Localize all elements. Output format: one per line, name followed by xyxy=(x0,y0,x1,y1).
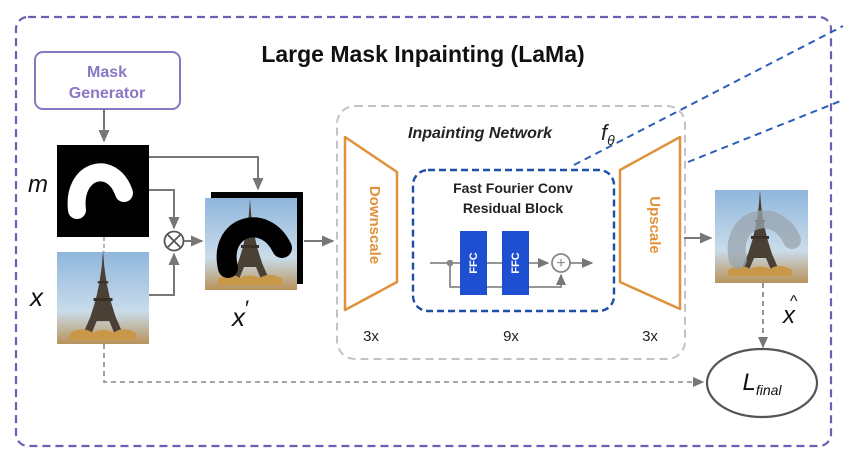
upscale-label: Upscale xyxy=(646,196,663,254)
diagram-title: Large Mask Inpainting (LaMa) xyxy=(261,41,584,67)
arrow-mask-to-multiply xyxy=(149,189,180,230)
zoom-line-bottom xyxy=(687,99,844,163)
mask-generator-label-line2: Generator xyxy=(69,85,145,102)
outer-frame xyxy=(14,15,833,448)
loss-final-label: Lfinal xyxy=(742,369,782,398)
dashed-arrow-photo-to-loss xyxy=(103,344,705,388)
masked-image-xprime xyxy=(205,192,303,290)
ffc-unit-1-label: FFC xyxy=(468,252,480,273)
mask-generator-box xyxy=(34,51,181,110)
downscale-label: Downscale xyxy=(366,186,383,264)
loss-final-node xyxy=(705,347,819,419)
add-operator xyxy=(551,253,571,273)
ffc-unit-1: FFC xyxy=(460,231,487,295)
upscale-block xyxy=(618,135,682,311)
photo-image-x xyxy=(57,249,149,344)
downscale-block xyxy=(343,135,399,312)
symbol-xhat-mark: ^ xyxy=(790,293,798,310)
arrow-mask-to-xprime xyxy=(149,156,264,191)
mask-generator-label-line1: Mask xyxy=(87,64,127,81)
mask-image-m xyxy=(57,145,149,237)
symbol-x: x xyxy=(28,282,44,312)
ffc-repeat: 9x xyxy=(503,328,519,345)
inpainting-network-box xyxy=(336,105,686,360)
zoom-line-top xyxy=(573,25,844,166)
symbol-m: m xyxy=(28,171,48,198)
symbol-xhat: x xyxy=(782,302,796,329)
symbol-xprime: x′ xyxy=(230,296,249,332)
output-image-xhat xyxy=(715,190,808,283)
ffc-unit-2-label: FFC xyxy=(510,252,522,273)
symbol-f-theta: fθ xyxy=(601,120,615,148)
ffc-block-title-line2: Residual Block xyxy=(463,200,564,216)
ffc-unit-2: FFC xyxy=(502,231,529,295)
add-operator-symbol: + xyxy=(556,255,565,272)
downscale-repeat: 3x xyxy=(363,328,379,345)
upscale-repeat: 3x xyxy=(642,328,658,345)
arrow-photo-to-multiply xyxy=(149,252,180,296)
inpainting-network-label: Inpainting Network xyxy=(408,125,553,142)
ffc-block-title-line1: Fast Fourier Conv xyxy=(453,180,573,196)
